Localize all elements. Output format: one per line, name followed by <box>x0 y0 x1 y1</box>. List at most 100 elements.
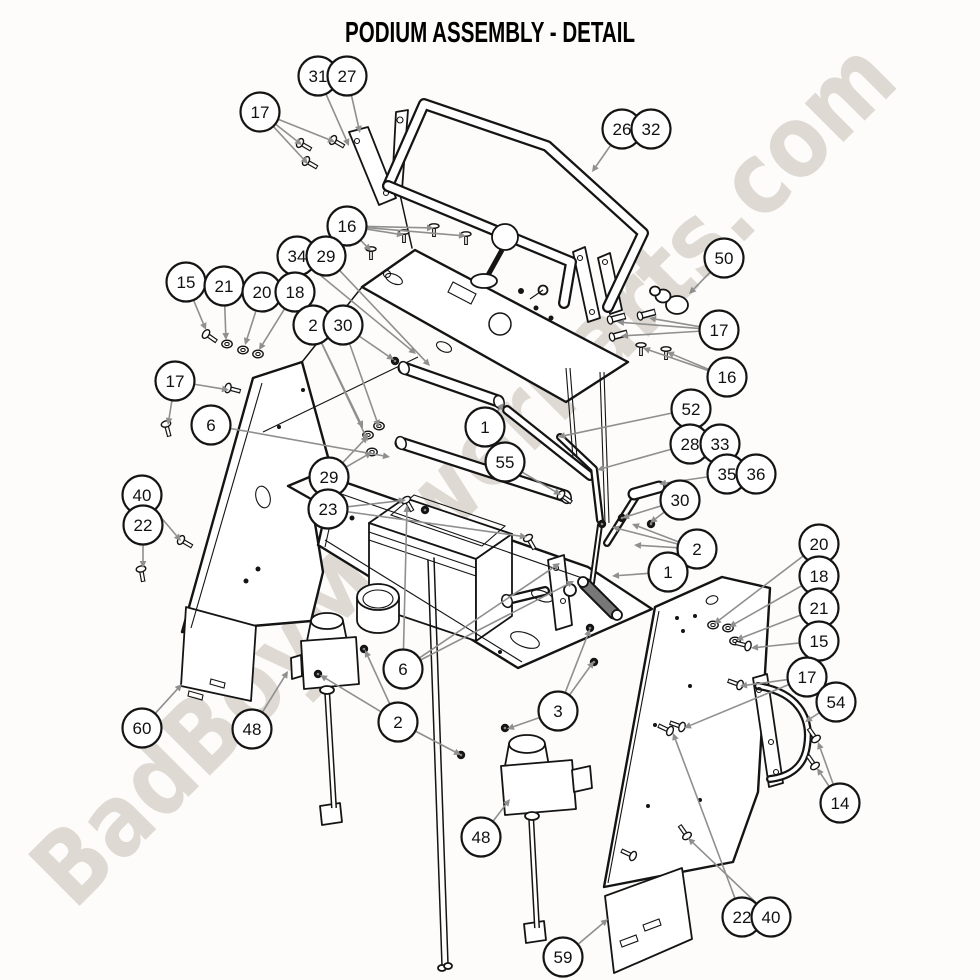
bolt-icon <box>328 134 346 149</box>
leader-arrowhead <box>243 337 251 345</box>
leader-arrowhead <box>139 561 147 568</box>
leader-arrowhead <box>507 723 515 730</box>
callout-17: 17 <box>154 360 196 402</box>
callout-21: 21 <box>203 265 245 307</box>
svg-text:54: 54 <box>827 693 846 712</box>
leader-arrowhead <box>382 452 390 460</box>
leader-line <box>273 126 304 160</box>
leader-line <box>513 717 539 728</box>
leader-arrowhead <box>600 919 608 927</box>
leader-arrowhead <box>174 684 182 692</box>
leader-line <box>649 349 708 372</box>
bolt-icon <box>805 754 820 771</box>
leader-arrowhead <box>650 516 658 523</box>
leader-line <box>346 454 367 468</box>
key-switch <box>649 285 689 315</box>
leader-arrowhead <box>592 164 599 172</box>
pin-icon <box>606 312 627 325</box>
leader-arrowhead <box>386 353 394 360</box>
leader-arrowhead <box>165 417 173 425</box>
tube-end-cap <box>395 435 407 451</box>
leader-arrowhead <box>294 138 302 145</box>
leader-line <box>325 677 381 713</box>
leader-line <box>690 684 789 727</box>
svg-text:50: 50 <box>715 249 734 268</box>
leader-line <box>168 401 173 419</box>
callout-16: 16 <box>706 356 748 398</box>
leader-line <box>312 268 412 351</box>
leader-line <box>719 555 804 621</box>
battery-clamp <box>368 494 507 577</box>
leader-arrowhead <box>320 675 328 682</box>
leader-line <box>367 226 460 237</box>
bolt-icon <box>135 565 147 583</box>
callout-30: 30 <box>659 479 701 521</box>
callout-30: 30 <box>322 304 364 346</box>
leader-arrowhead <box>649 315 657 323</box>
leader-line <box>492 804 507 822</box>
callout-26: 26 <box>601 108 643 150</box>
leader-line <box>742 614 801 639</box>
leader-arrowhead <box>736 634 744 641</box>
bolt-icon <box>668 720 686 733</box>
right-side-panel <box>602 575 772 889</box>
washer-icon <box>252 349 264 359</box>
svg-text:48: 48 <box>472 828 491 847</box>
callout-29: 29 <box>308 456 350 498</box>
callout-35: 35 <box>706 453 748 495</box>
leader-line <box>246 311 257 339</box>
svg-text:14: 14 <box>831 794 850 813</box>
svg-text:35: 35 <box>718 465 737 484</box>
bolt-icon <box>657 723 675 737</box>
watermark: BadBoyMowerParts.com <box>8 18 918 928</box>
leader-arrowhead <box>403 505 411 513</box>
leader-arrowhead <box>221 385 229 393</box>
screw-icon <box>460 231 472 245</box>
leader-lines <box>139 94 834 945</box>
leader-arrowhead <box>222 332 230 340</box>
leader-line <box>746 678 787 686</box>
svg-text:55: 55 <box>496 453 515 472</box>
leader-line <box>348 511 521 537</box>
leader-arrowhead <box>553 488 561 495</box>
leader-arrowhead <box>398 497 406 505</box>
leader-arrowhead <box>688 838 696 846</box>
bottom-damper <box>500 734 593 944</box>
leader-arrowhead <box>634 542 642 549</box>
callout-31: 31 <box>297 55 339 97</box>
svg-text:17: 17 <box>166 372 185 391</box>
leader-line <box>674 739 736 899</box>
leader-arrowhead <box>817 742 824 750</box>
callout-2: 2 <box>377 701 419 743</box>
callout-40: 40 <box>121 474 163 516</box>
callout-48: 48 <box>231 708 273 750</box>
brake-assembly <box>563 576 623 621</box>
svg-text:30: 30 <box>334 316 353 335</box>
svg-text:40: 40 <box>133 486 152 505</box>
svg-text:48: 48 <box>243 720 262 739</box>
svg-text:34: 34 <box>288 247 307 266</box>
leader-line <box>569 666 591 695</box>
leader-line <box>349 344 378 421</box>
leader-arrowhead <box>622 512 630 520</box>
leader-arrowhead <box>597 464 605 472</box>
svg-text:32: 32 <box>642 120 661 139</box>
callout-60: 60 <box>121 707 163 749</box>
leader-arrowhead <box>817 768 824 776</box>
leader-line <box>419 566 555 659</box>
leader-line <box>339 270 426 362</box>
leader-line <box>195 383 223 390</box>
leader-arrowhead <box>672 733 679 741</box>
lap-bar-and-linkage-tubes <box>382 98 812 783</box>
svg-text:16: 16 <box>718 368 737 387</box>
leader-arrowhead <box>364 452 372 459</box>
leader-arrowhead <box>259 342 266 350</box>
leader-arrowhead <box>173 533 181 541</box>
leader-arrowhead <box>343 138 350 146</box>
leader-arrowhead <box>684 722 692 729</box>
pin-icon <box>636 308 657 321</box>
leader-line <box>578 922 604 945</box>
leader-line <box>693 272 711 290</box>
